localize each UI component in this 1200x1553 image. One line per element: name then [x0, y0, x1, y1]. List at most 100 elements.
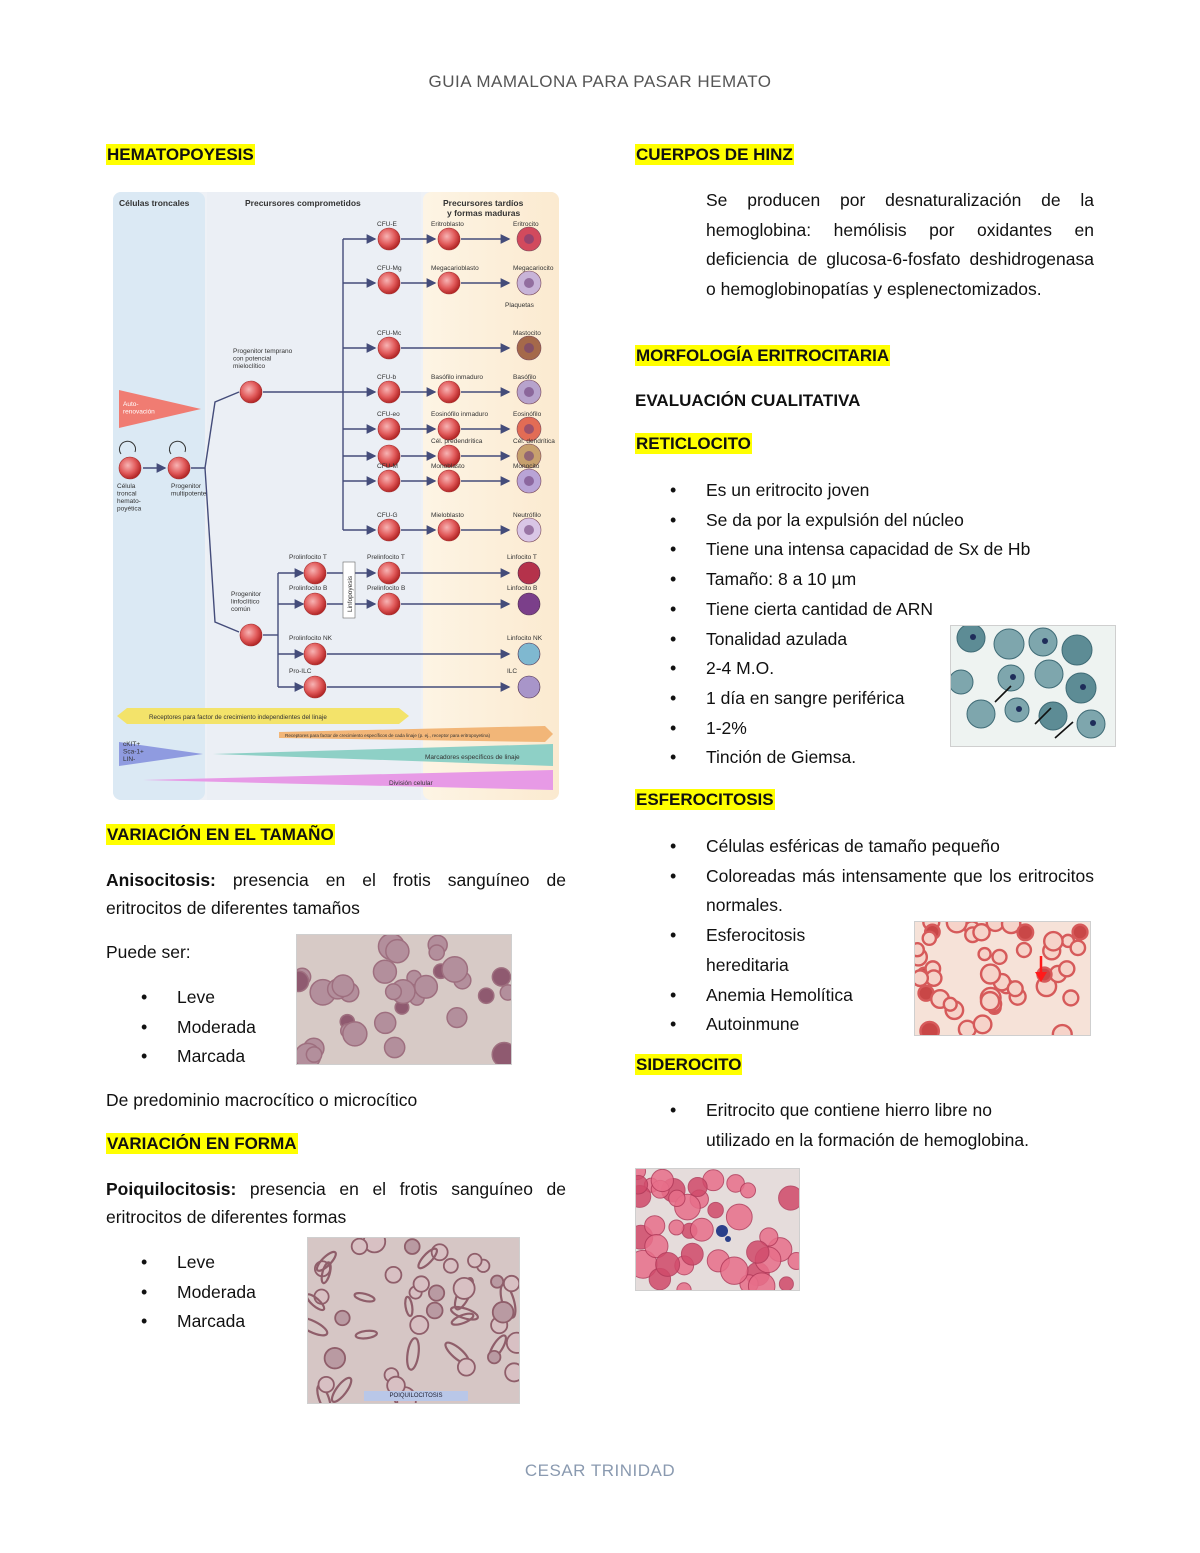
red-blood-cell — [991, 948, 1008, 966]
progenitor-label: Prolinfocito T — [289, 554, 327, 561]
mature-cell-label: Neutrófilo — [513, 512, 541, 519]
red-blood-cell — [323, 1347, 347, 1370]
poiquilocitosis-list: Leve Moderada Marcada — [141, 1248, 256, 1337]
connector-line — [191, 391, 240, 469]
red-arrow-head — [1035, 972, 1047, 982]
red-blood-cell — [945, 922, 968, 934]
column-header: y formas maduras — [447, 208, 520, 218]
red-blood-cell — [972, 1014, 993, 1035]
anisocitosis-term: Anisocitosis: — [106, 870, 216, 890]
self-renewal-arrow — [168, 440, 186, 455]
band-division-celular — [143, 770, 553, 790]
ckit-triangle — [119, 742, 203, 766]
poiquilocitosis-definition: Poiquilocitosis: presencia en el frotis … — [106, 1179, 566, 1227]
red-blood-cell — [350, 1238, 369, 1256]
mature-cell-label: Cél. dendrítica — [513, 438, 555, 445]
reticulum — [970, 634, 976, 640]
red-blood-cell — [450, 1312, 475, 1326]
red-blood-cell — [636, 1174, 649, 1195]
progenitor-label: CFU-G — [377, 512, 398, 519]
red-blood-cell — [406, 1337, 420, 1371]
pointer-arrow — [1054, 721, 1074, 739]
reticulum — [1042, 638, 1048, 644]
list-item: Tiene una intensa capacidad de Sx de Hb — [670, 535, 1100, 565]
list-item: Autoinmune — [670, 1010, 1094, 1040]
red-blood-cell — [977, 946, 992, 962]
column-header: Células troncales — [119, 198, 190, 208]
pointer-arrow — [994, 685, 1012, 703]
red-blood-cell — [409, 1315, 430, 1335]
list-item: Marcada — [141, 1042, 256, 1072]
precursor-label: Monoblasto — [431, 463, 465, 470]
red-blood-cell — [305, 1046, 323, 1063]
red-blood-cell — [412, 1275, 430, 1293]
lymphoid-precursor-cell — [377, 592, 401, 616]
mature-cell-label: Basófilo — [513, 374, 537, 381]
red-blood-cell — [1051, 1023, 1073, 1035]
progenitor-label: CFU-E — [377, 221, 398, 228]
list-item: Esferocitosis hereditaria — [670, 921, 826, 980]
heading-variacion-tamano: VARIACIÓN EN EL TAMAÑO — [106, 824, 335, 845]
red-blood-cell — [1062, 989, 1080, 1007]
mature-cell-label: ILC — [507, 668, 517, 675]
mature-cell-label: Monocito — [513, 463, 540, 470]
heading-esferocitosis: ESFEROCITOSIS — [635, 789, 775, 810]
heading-cuerpos-hinz: CUERPOS DE HINZ — [635, 144, 794, 165]
mature-cell-label: Plaquetas — [505, 302, 535, 309]
page-header: GUIA MAMALONA PARA PASAR HEMATO — [428, 72, 772, 91]
reticlocito-image — [950, 625, 1116, 747]
red-blood-cell — [477, 987, 495, 1005]
red-blood-cell — [372, 959, 398, 984]
precursor-label: Eritroblasto — [431, 221, 464, 228]
red-blood-cell — [687, 1176, 708, 1198]
red-blood-cell — [778, 1276, 794, 1290]
nucleus — [524, 476, 534, 486]
nucleus — [524, 234, 534, 244]
siderocito-image — [635, 1168, 800, 1291]
lymphocyte — [517, 592, 541, 616]
band-receptores-independientes — [117, 708, 409, 724]
progenitor-cell — [377, 444, 401, 468]
siderocito-list: Eritrocito que contiene hierro libre no … — [670, 1096, 1050, 1155]
list-item: Anemia Hemolítica — [670, 981, 1094, 1011]
auto-renovacion-triangle — [119, 390, 201, 428]
list-item: 1 día en sangre periférica — [670, 684, 1100, 714]
list-item: Marcada — [141, 1307, 256, 1337]
red-blood-cell — [676, 1282, 692, 1290]
reticulum — [1010, 674, 1016, 680]
lymphoid-cell — [303, 642, 327, 666]
red-blood-cell — [759, 1227, 779, 1247]
page-footer: CESAR TRINIDAD — [524, 1461, 676, 1480]
red-blood-cell — [428, 944, 446, 961]
red-blood-cell — [425, 1301, 444, 1320]
progenitor-cell — [377, 380, 401, 404]
list-item: 2-4 M.O. — [670, 654, 1100, 684]
band-label: División celular — [389, 780, 434, 787]
nucleus — [524, 343, 534, 353]
red-blood-cell — [297, 970, 310, 993]
list-item: Tonalidad azulada — [670, 625, 1100, 655]
red-blood-cell — [720, 1256, 749, 1285]
list-item: Moderada — [141, 1278, 256, 1308]
red-blood-cell — [442, 1257, 459, 1274]
mature-cell-label: Mastocito — [513, 330, 541, 337]
red-blood-cell — [384, 1265, 403, 1284]
list-item: Coloreadas más intensamente que los erit… — [670, 862, 1094, 921]
red-blood-cell — [403, 1238, 421, 1255]
precursor-cell — [437, 469, 461, 493]
band-receptores-especificos — [279, 726, 553, 742]
red-blood-cell — [707, 1201, 724, 1219]
list-item: Tinción de Giemsa. — [670, 743, 1100, 773]
nucleus — [524, 387, 534, 397]
mature-cell-label: Linfocito T — [507, 554, 537, 561]
self-renewal-arrow — [118, 440, 136, 455]
auto-renovacion-label: Auto-renovación — [123, 401, 155, 416]
list-item: Tiene cierta cantidad de ARN — [670, 595, 1100, 625]
red-blood-cell — [373, 1011, 397, 1035]
red-blood-cell — [921, 930, 938, 947]
red-blood-cell — [467, 1252, 483, 1269]
precursor-cell — [437, 227, 461, 251]
stem-cell — [118, 456, 142, 480]
